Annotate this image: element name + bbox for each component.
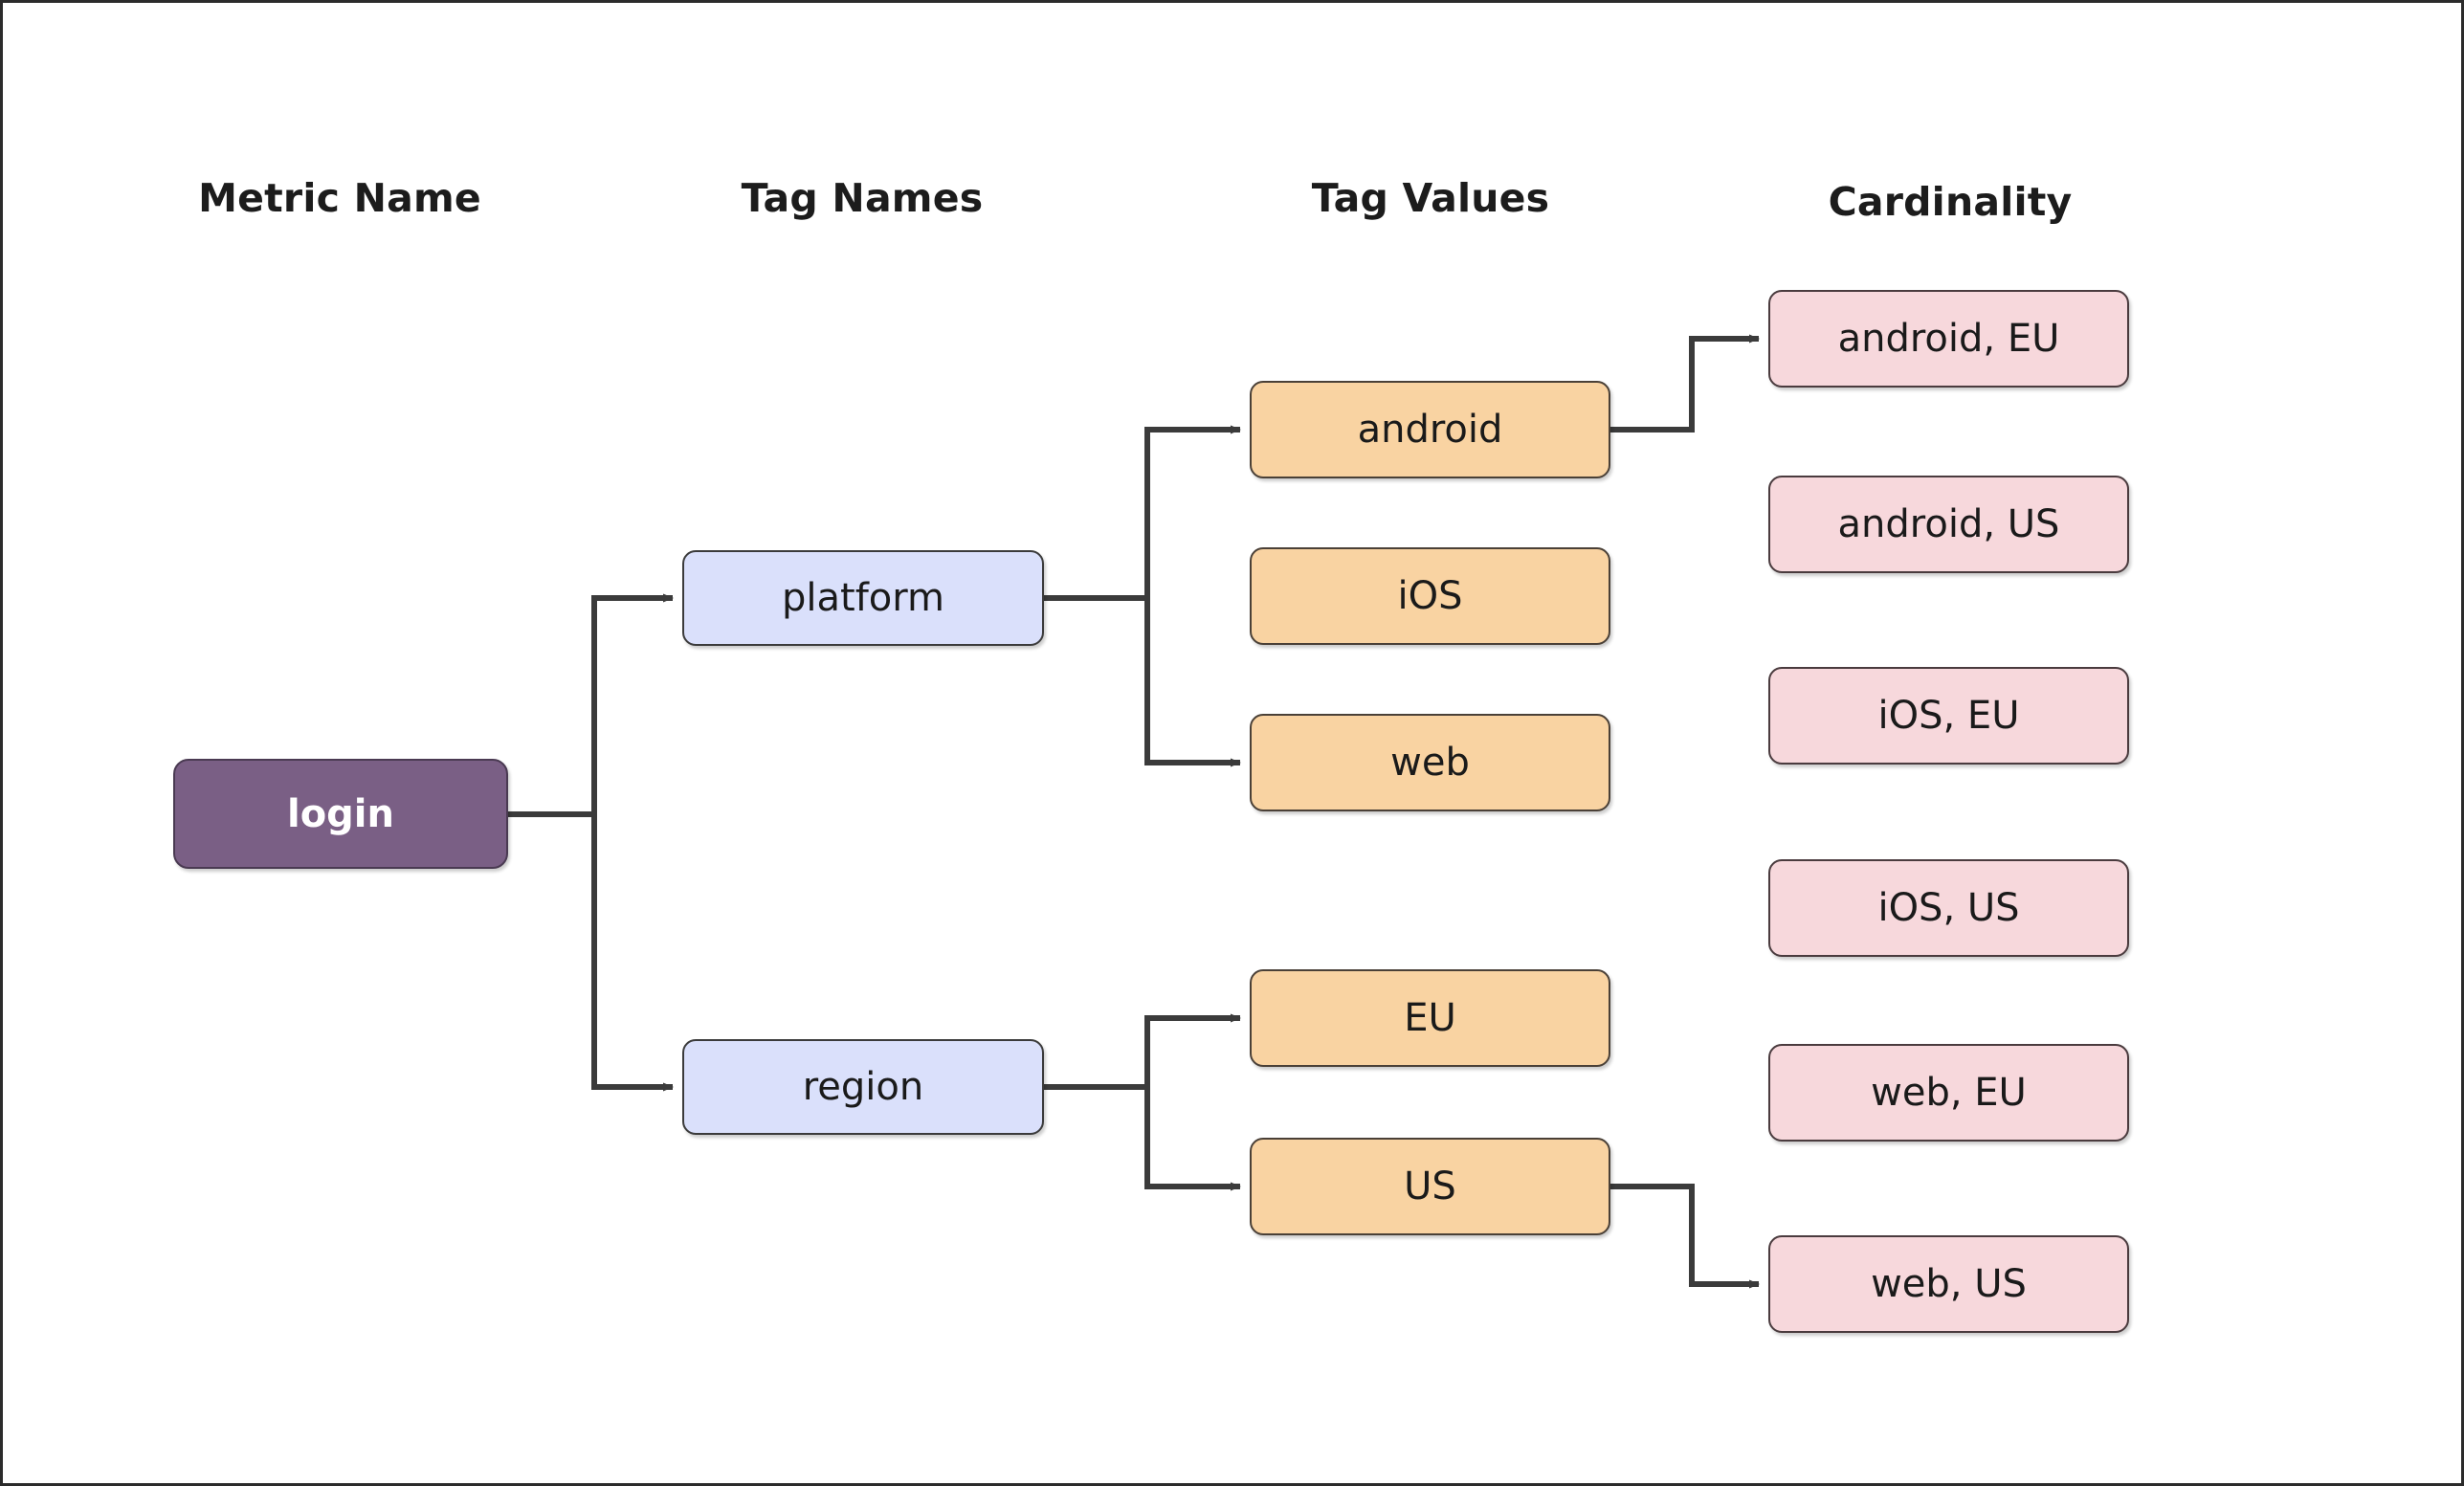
edge-login-to-region: [508, 811, 674, 1092]
edge-us-to-web-us: [1610, 1184, 1760, 1289]
node-cardinality-android-us[interactable]: android, US: [1768, 476, 2129, 573]
edge-login-to-platform: [508, 593, 674, 817]
node-tagname-region[interactable]: region: [682, 1039, 1044, 1135]
column-header-metric-name: Metric Name: [198, 175, 481, 221]
node-tagvalue-web[interactable]: web: [1250, 714, 1610, 811]
node-cardinality-web-eu[interactable]: web, EU: [1768, 1044, 2129, 1142]
column-header-cardinality: Cardinality: [1828, 179, 2073, 225]
edge-android-to-android-eu: [1610, 334, 1760, 432]
node-tagvalue-us[interactable]: US: [1250, 1138, 1610, 1235]
node-cardinality-ios-eu[interactable]: iOS, EU: [1768, 667, 2129, 765]
node-cardinality-web-us[interactable]: web, US: [1768, 1235, 2129, 1333]
node-tagvalue-eu[interactable]: EU: [1250, 969, 1610, 1067]
edge-region-to-eu: [1044, 1013, 1241, 1090]
edge-platform-to-android: [1044, 425, 1241, 601]
node-metric-login[interactable]: login: [173, 759, 508, 869]
column-header-tag-names: Tag Names: [741, 175, 984, 221]
node-cardinality-android-eu[interactable]: android, EU: [1768, 290, 2129, 388]
column-header-tag-values: Tag Values: [1311, 175, 1550, 221]
node-tagvalue-ios[interactable]: iOS: [1250, 547, 1610, 645]
edge-platform-to-web: [1044, 595, 1241, 767]
node-tagvalue-android[interactable]: android: [1250, 381, 1610, 478]
node-cardinality-ios-us[interactable]: iOS, US: [1768, 859, 2129, 957]
edge-region-to-us: [1044, 1084, 1241, 1191]
node-tagname-platform[interactable]: platform: [682, 550, 1044, 646]
